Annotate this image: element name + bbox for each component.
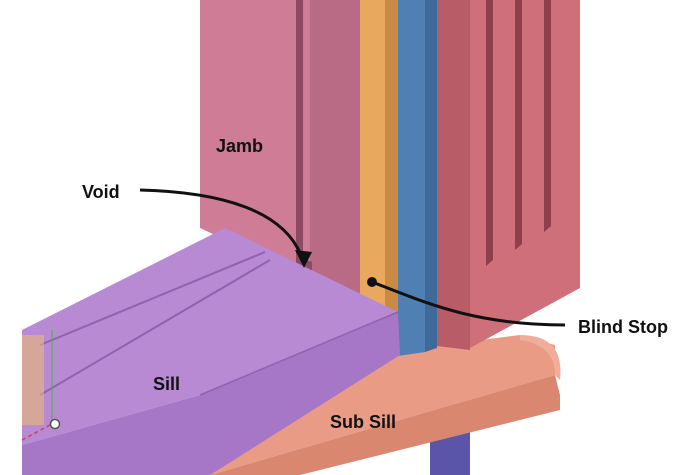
jamb [200, 0, 360, 300]
jamb-groove [296, 0, 303, 272]
sill-top [22, 228, 398, 445]
left-ghost-elements [22, 330, 53, 425]
void-leader-line [139, 188, 304, 259]
sub-sill-nose [520, 335, 561, 380]
label-sill: Sill [153, 374, 180, 394]
sash-groove-2 [515, 0, 522, 250]
label-void: Void [82, 182, 120, 202]
blind-stop [360, 0, 398, 318]
sash-side [437, 0, 470, 350]
label-blind-stop: Blind Stop [578, 317, 668, 337]
sash-groove-1 [486, 0, 493, 266]
sash-groove-3 [544, 0, 551, 232]
blind-stop-leader-dot [367, 277, 377, 287]
sill-groove-2 [39, 259, 271, 396]
blind-stop-face [360, 0, 385, 308]
sub-sill-front [210, 375, 560, 475]
sill [22, 228, 400, 475]
label-sub-sill: Sub Sill [330, 412, 396, 432]
sill-front [22, 312, 400, 475]
sash-block [437, 0, 580, 350]
lower-blue-block [430, 430, 470, 475]
label-jamb: Jamb [216, 136, 263, 156]
ghost-red-dash [21, 423, 53, 441]
blue-stop-face [398, 0, 425, 356]
blue-stop-side [425, 0, 437, 352]
blind-stop-leader-line [371, 280, 566, 327]
sill-edge-line [199, 311, 399, 396]
blue-stop [398, 0, 437, 356]
origin-point [49, 418, 61, 430]
sash-face [470, 0, 580, 348]
void-leader-arrowhead [295, 250, 312, 268]
sill-groove-1 [39, 251, 266, 346]
blind-stop-edge [385, 0, 398, 312]
jamb-inner-face [310, 0, 360, 300]
ghost-orange-strip [22, 335, 44, 425]
